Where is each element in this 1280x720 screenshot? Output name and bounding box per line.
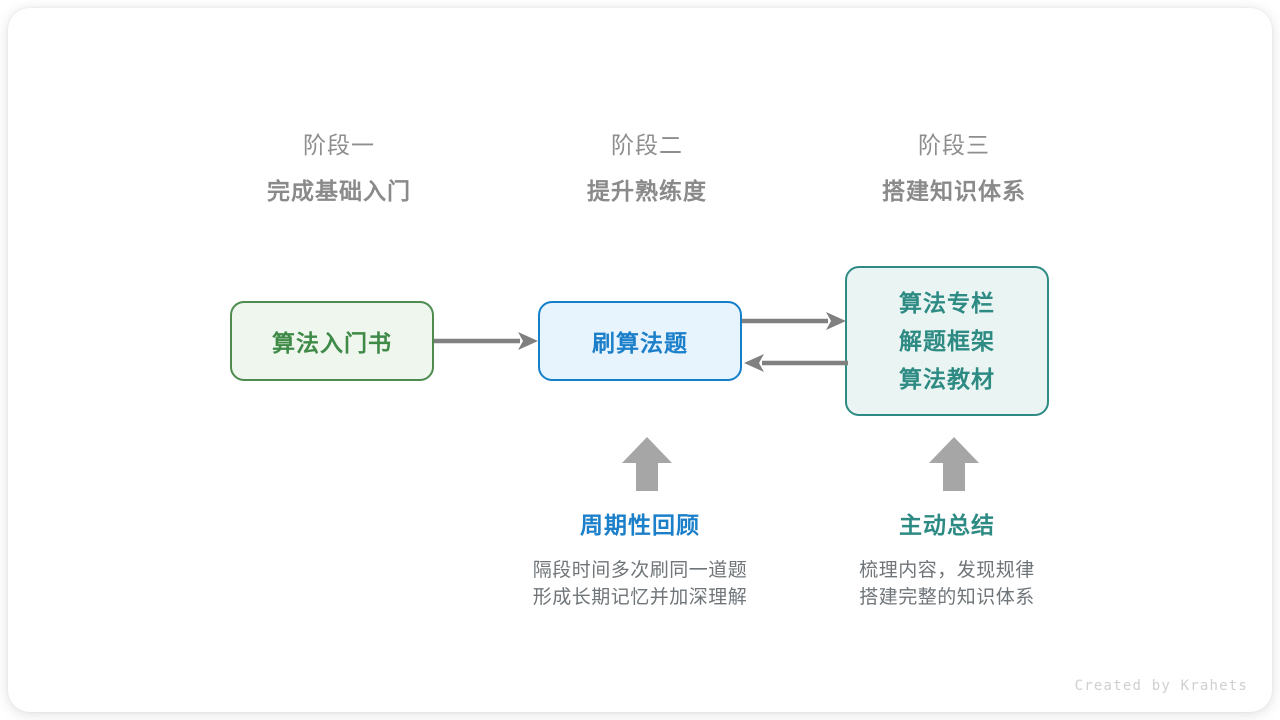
annotation-review-title: 周期性回顾 <box>580 512 700 538</box>
diagram-card: 阶段一 完成基础入门 阶段二 提升熟练度 阶段三 搭建知识体系 算法入门书 刷算… <box>8 8 1272 712</box>
node-practice-label: 刷算法题 <box>592 330 688 356</box>
stage-index-label-2: 阶段二 <box>611 132 683 158</box>
node-book-label: 算法入门书 <box>272 330 392 356</box>
stage-title-1: 完成基础入门 <box>267 178 411 204</box>
stage-index-label-3: 阶段三 <box>918 132 990 158</box>
annotation-review-desc-line-2: 形成长期记忆并加深理解 <box>532 587 748 608</box>
node-system-label-3: 算法教材 <box>899 366 995 392</box>
arrow-practice-to-system <box>742 312 846 330</box>
node-system-label-1: 算法专栏 <box>899 290 995 316</box>
arrow-book-to-practice <box>434 332 538 350</box>
arrow-system-to-practice <box>744 354 848 372</box>
node-system-label-2: 解题框架 <box>899 328 995 354</box>
stage-header-2: 阶段二 提升熟练度 <box>517 130 777 206</box>
block-arrow-up-summary <box>929 437 979 491</box>
annotation-review: 周期性回顾 隔段时间多次刷同一道题 形成长期记忆并加深理解 <box>490 510 790 611</box>
stage-index-label-1: 阶段一 <box>303 132 375 158</box>
arrow-practice-system-pair <box>742 312 848 372</box>
annotation-summary-desc-line-2: 搭建完整的知识体系 <box>859 587 1035 608</box>
node-system[interactable]: 算法专栏 解题框架 算法教材 <box>845 266 1049 416</box>
node-practice[interactable]: 刷算法题 <box>538 301 742 381</box>
stage-header-1: 阶段一 完成基础入门 <box>209 130 469 206</box>
annotation-summary-desc-line-1: 梳理内容，发现规律 <box>859 560 1035 581</box>
stage-title-3: 搭建知识体系 <box>882 178 1026 204</box>
annotation-summary-title: 主动总结 <box>899 512 995 538</box>
stage-header-3: 阶段三 搭建知识体系 <box>824 130 1084 206</box>
block-arrow-up-review <box>622 437 672 491</box>
stage-title-2: 提升熟练度 <box>587 178 707 204</box>
diagram-canvas: 阶段一 完成基础入门 阶段二 提升熟练度 阶段三 搭建知识体系 算法入门书 刷算… <box>8 8 1272 712</box>
node-book[interactable]: 算法入门书 <box>230 301 434 381</box>
annotation-review-desc-line-1: 隔段时间多次刷同一道题 <box>532 560 748 581</box>
annotation-summary: 主动总结 梳理内容，发现规律 搭建完整的知识体系 <box>797 510 1097 611</box>
footer-credit: Created by Krahets <box>1074 678 1248 694</box>
